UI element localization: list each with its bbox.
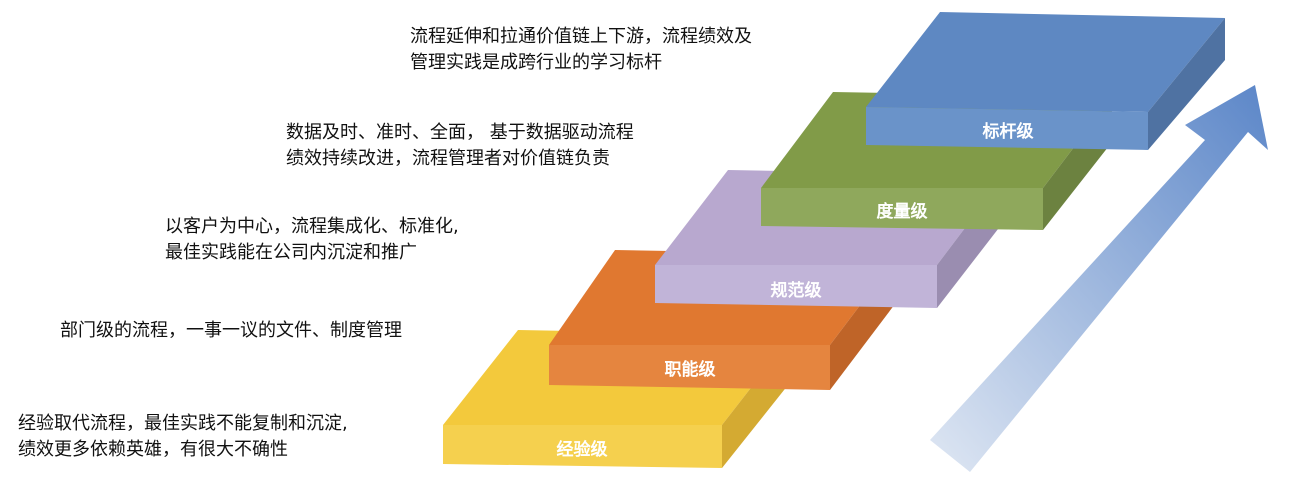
level-label: 规范级 — [771, 280, 822, 301]
level-label: 度量级 — [877, 201, 928, 222]
description-line: 数据及时、准时、全面， 基于数据驱动流程 — [286, 122, 634, 143]
description-line: 经验取代流程，最佳实践不能复制和沉淀, — [18, 413, 348, 434]
level-label: 经验级 — [557, 439, 608, 460]
level-3-description: 以客户为中心，流程集成化、标准化, 最佳实践能在公司内沉淀和推广 — [165, 214, 459, 266]
description-line: 部门级的流程，一事一议的文件、制度管理 — [60, 320, 402, 341]
level-1-description: 经验取代流程，最佳实践不能复制和沉淀, 绩效更多依赖英雄，有很大不确性 — [18, 411, 348, 463]
growth-arrow — [930, 85, 1268, 472]
description-line: 管理实践是成跨行业的学习标杆 — [410, 52, 662, 73]
level-4-description: 数据及时、准时、全面， 基于数据驱动流程 绩效持续改进，流程管理者对价值链负责 — [286, 120, 634, 172]
description-line: 绩效持续改进，流程管理者对价值链负责 — [286, 148, 610, 169]
level-label: 职能级 — [665, 359, 716, 380]
description-line: 以客户为中心，流程集成化、标准化, — [165, 216, 459, 237]
description-line: 流程延伸和拉通价值链上下游，流程绩效及 — [410, 26, 752, 47]
description-line: 绩效更多依赖英雄，有很大不确性 — [18, 439, 288, 460]
level-5-description: 流程延伸和拉通价值链上下游，流程绩效及 管理实践是成跨行业的学习标杆 — [410, 24, 752, 76]
description-line: 最佳实践能在公司内沉淀和推广 — [165, 242, 417, 263]
slab-level-5: 标杆级 — [866, 12, 1225, 150]
level-label: 标杆级 — [983, 121, 1034, 142]
level-2-description: 部门级的流程，一事一议的文件、制度管理 — [60, 318, 402, 344]
